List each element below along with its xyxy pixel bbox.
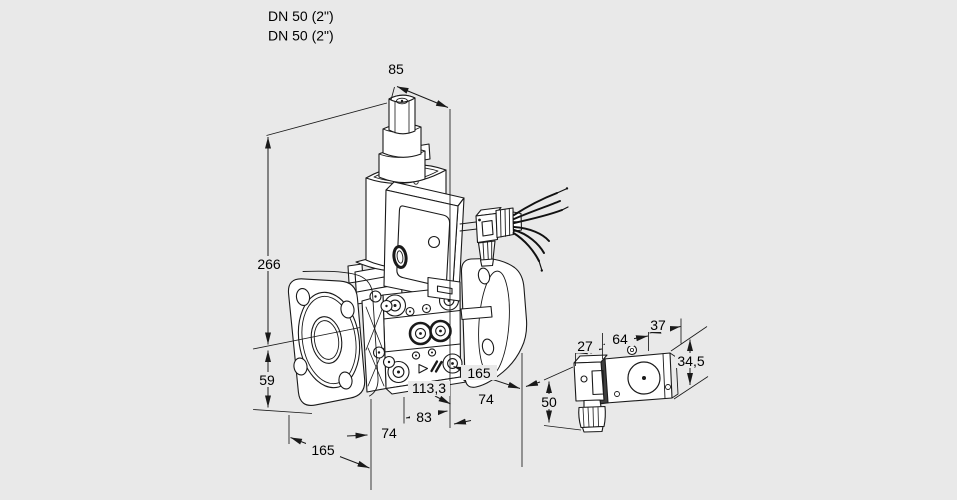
coil-body [603, 352, 673, 404]
dim-label-74-right: 74 [478, 391, 494, 407]
valve-body [382, 285, 467, 395]
coil-center-hole [627, 361, 661, 395]
coil-side-view [573, 344, 679, 433]
dim-label-165-left: 165 [311, 442, 335, 458]
dim-label-64: 64 [612, 331, 628, 347]
body-small-screws [405, 303, 437, 360]
dim-label-83: 83 [416, 409, 432, 425]
dim-label-37: 37 [650, 317, 666, 333]
right-flange [460, 257, 528, 388]
position-indicator-box [427, 276, 461, 302]
dim-label-165-right: 165 [467, 365, 491, 381]
actuator-stem [378, 94, 431, 184]
body-ports [408, 319, 452, 346]
dim-label-74-bottom: 74 [381, 425, 397, 441]
hatch-mark [430, 360, 443, 373]
dim-label-27: 27 [577, 338, 593, 354]
label-backgrounds [253, 256, 708, 457]
cable-gland [578, 399, 606, 433]
size-label-2: DN 50 (2") [268, 28, 334, 44]
solenoid-connector [459, 187, 569, 272]
dim-label-85: 85 [388, 61, 404, 77]
dim-label-266: 266 [257, 256, 281, 272]
flange-bolt-holes [293, 287, 355, 390]
dim-label-113-3: 113,3 [412, 380, 446, 396]
labels: DN 50 (2") DN 50 (2") 85 266 59 165 74 8… [257, 8, 705, 458]
solenoid-wires [512, 187, 569, 272]
left-flange [287, 270, 379, 406]
dim-label-59: 59 [259, 372, 275, 388]
dim-label-34-5: 34,5 [677, 353, 704, 369]
size-label-1: DN 50 (2") [268, 8, 334, 24]
dimension-lines [265, 86, 693, 469]
sight-glass [392, 245, 408, 269]
actuator-housing [383, 181, 465, 301]
coil-vent-nub [626, 344, 638, 356]
flow-direction-arrow [418, 363, 429, 374]
dim-label-50: 50 [541, 394, 557, 410]
